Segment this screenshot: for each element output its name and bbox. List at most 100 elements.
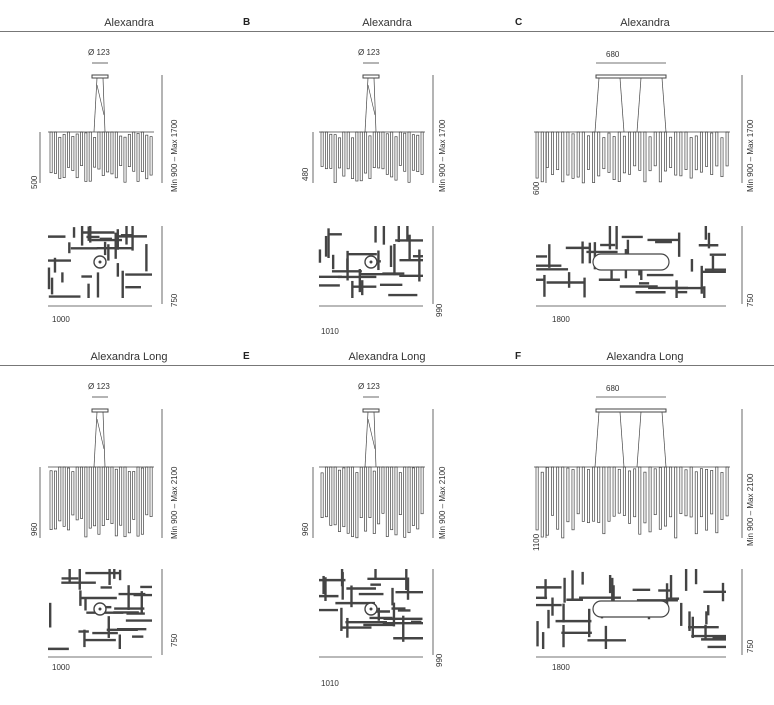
depth-label: 990 [435, 653, 444, 667]
width-label: 1010 [321, 327, 339, 336]
crystal-blade [71, 136, 75, 171]
ceiling-canopy [595, 74, 667, 79]
crystal-blade [394, 466, 398, 536]
suspension-cable [594, 411, 600, 468]
crystal-blade [684, 469, 688, 517]
crystal-blade [679, 466, 683, 515]
crystal-blade [551, 131, 554, 175]
crystal-blade [132, 471, 136, 520]
crystal-blade [571, 469, 575, 531]
crystal-blade [561, 466, 565, 539]
chandelier-drawing [534, 62, 743, 307]
ceiling-canopy [362, 408, 380, 413]
crystal-blade [140, 467, 144, 535]
crystal-blade [132, 131, 136, 172]
crystal-blade [561, 131, 565, 183]
crystal-blade [346, 466, 350, 534]
crystal-blade [535, 131, 539, 179]
suspension-cable [373, 77, 377, 133]
crystal-blade [576, 131, 580, 178]
crystal-blade [403, 132, 407, 172]
title-rule [258, 31, 516, 32]
crystal-blade [398, 472, 402, 516]
panel-a: Alexandra Ø 123 Min 900 – Max 1700 500 7… [0, 17, 258, 362]
crystal-blade [398, 131, 402, 166]
crystal-blade [725, 466, 729, 517]
crystal-blade [359, 131, 363, 182]
canopy-plan-center [98, 260, 102, 264]
crystal-blade [540, 471, 544, 538]
depth-label: 750 [170, 633, 179, 647]
crystal-blade [359, 466, 363, 518]
canopy-plan-oval [592, 600, 670, 618]
crystal-blade [110, 466, 114, 524]
crystal-blade [88, 466, 92, 529]
crystal-blade [149, 466, 153, 517]
width-label: 1010 [321, 679, 339, 688]
crystal-blade [381, 131, 385, 170]
suspension-cable [96, 418, 105, 450]
title-rule [0, 31, 258, 32]
crystal-blade [58, 136, 62, 179]
crystal-blade [556, 131, 560, 171]
crystal-blade [324, 131, 328, 170]
depth-label: 750 [746, 639, 755, 653]
title-rule [258, 365, 516, 366]
suspension-cable [636, 411, 642, 468]
crystal-blade [658, 131, 662, 183]
ceiling-canopy [362, 74, 380, 79]
crystal-blade [689, 466, 693, 518]
suspension-cable [93, 411, 98, 468]
crystal-blade [720, 137, 724, 178]
crystal-blade [101, 466, 105, 526]
crystal-blade [607, 466, 611, 522]
ceiling-canopy [91, 408, 109, 413]
crystal-blade [385, 466, 389, 537]
body-height-label: 1100 [532, 533, 541, 551]
crystal-blade [725, 131, 729, 167]
crystal-blade [658, 467, 662, 530]
crystal-blade [581, 131, 585, 184]
crystal-blade [149, 136, 153, 176]
crystal-blade [97, 131, 101, 170]
crystal-blade [420, 131, 424, 175]
crystal-blade [710, 132, 714, 175]
crystal-blade [75, 466, 79, 521]
panel-title: Alexandra [620, 17, 670, 29]
crystal-blade [617, 131, 621, 182]
crystal-blade [71, 471, 75, 516]
crystal-blade [617, 468, 621, 514]
panel-e: E Alexandra Long Ø 123 Min 900 – Max 210… [243, 351, 516, 696]
crystal-blade [403, 466, 407, 538]
crystal-blade [545, 131, 549, 168]
suspension-cable [364, 77, 369, 133]
suspension-range-label: Min 900 – Max 2100 [438, 466, 447, 540]
suspension-range-label: Min 900 – Max 1700 [746, 119, 755, 193]
crystal-blade [715, 131, 719, 167]
crystal-blade [333, 134, 337, 183]
suspension-cable [619, 77, 625, 133]
suspension-cable [367, 84, 376, 116]
panel-f: F Alexandra Long 680 Min 900 – Max 2100 … [515, 351, 774, 696]
title-rule [516, 31, 774, 32]
suspension-cable [102, 77, 106, 133]
crystal-blade [49, 131, 53, 174]
canopy-plan-center [369, 260, 373, 264]
crystal-blade [705, 131, 709, 167]
crystal-blade [420, 466, 424, 515]
crystal-blade [364, 466, 368, 532]
crystal-blade [123, 136, 127, 183]
crystal-blade [106, 466, 110, 520]
crystal-blade [385, 133, 389, 175]
panel-letter: B [243, 17, 251, 28]
crystal-blade [80, 131, 83, 166]
title-rule [0, 365, 258, 366]
panel-letter: F [515, 351, 522, 362]
crystal-blade [638, 131, 642, 171]
body-height-label: 960 [301, 522, 310, 536]
panel-d: Alexandra Long Ø 123 Min 900 – Max 2100 … [0, 351, 258, 696]
crystal-blade [342, 131, 346, 177]
ceiling-canopy [91, 74, 109, 79]
canopy-diameter-label: Ø 123 [88, 382, 110, 391]
crystal-blade [58, 466, 62, 522]
